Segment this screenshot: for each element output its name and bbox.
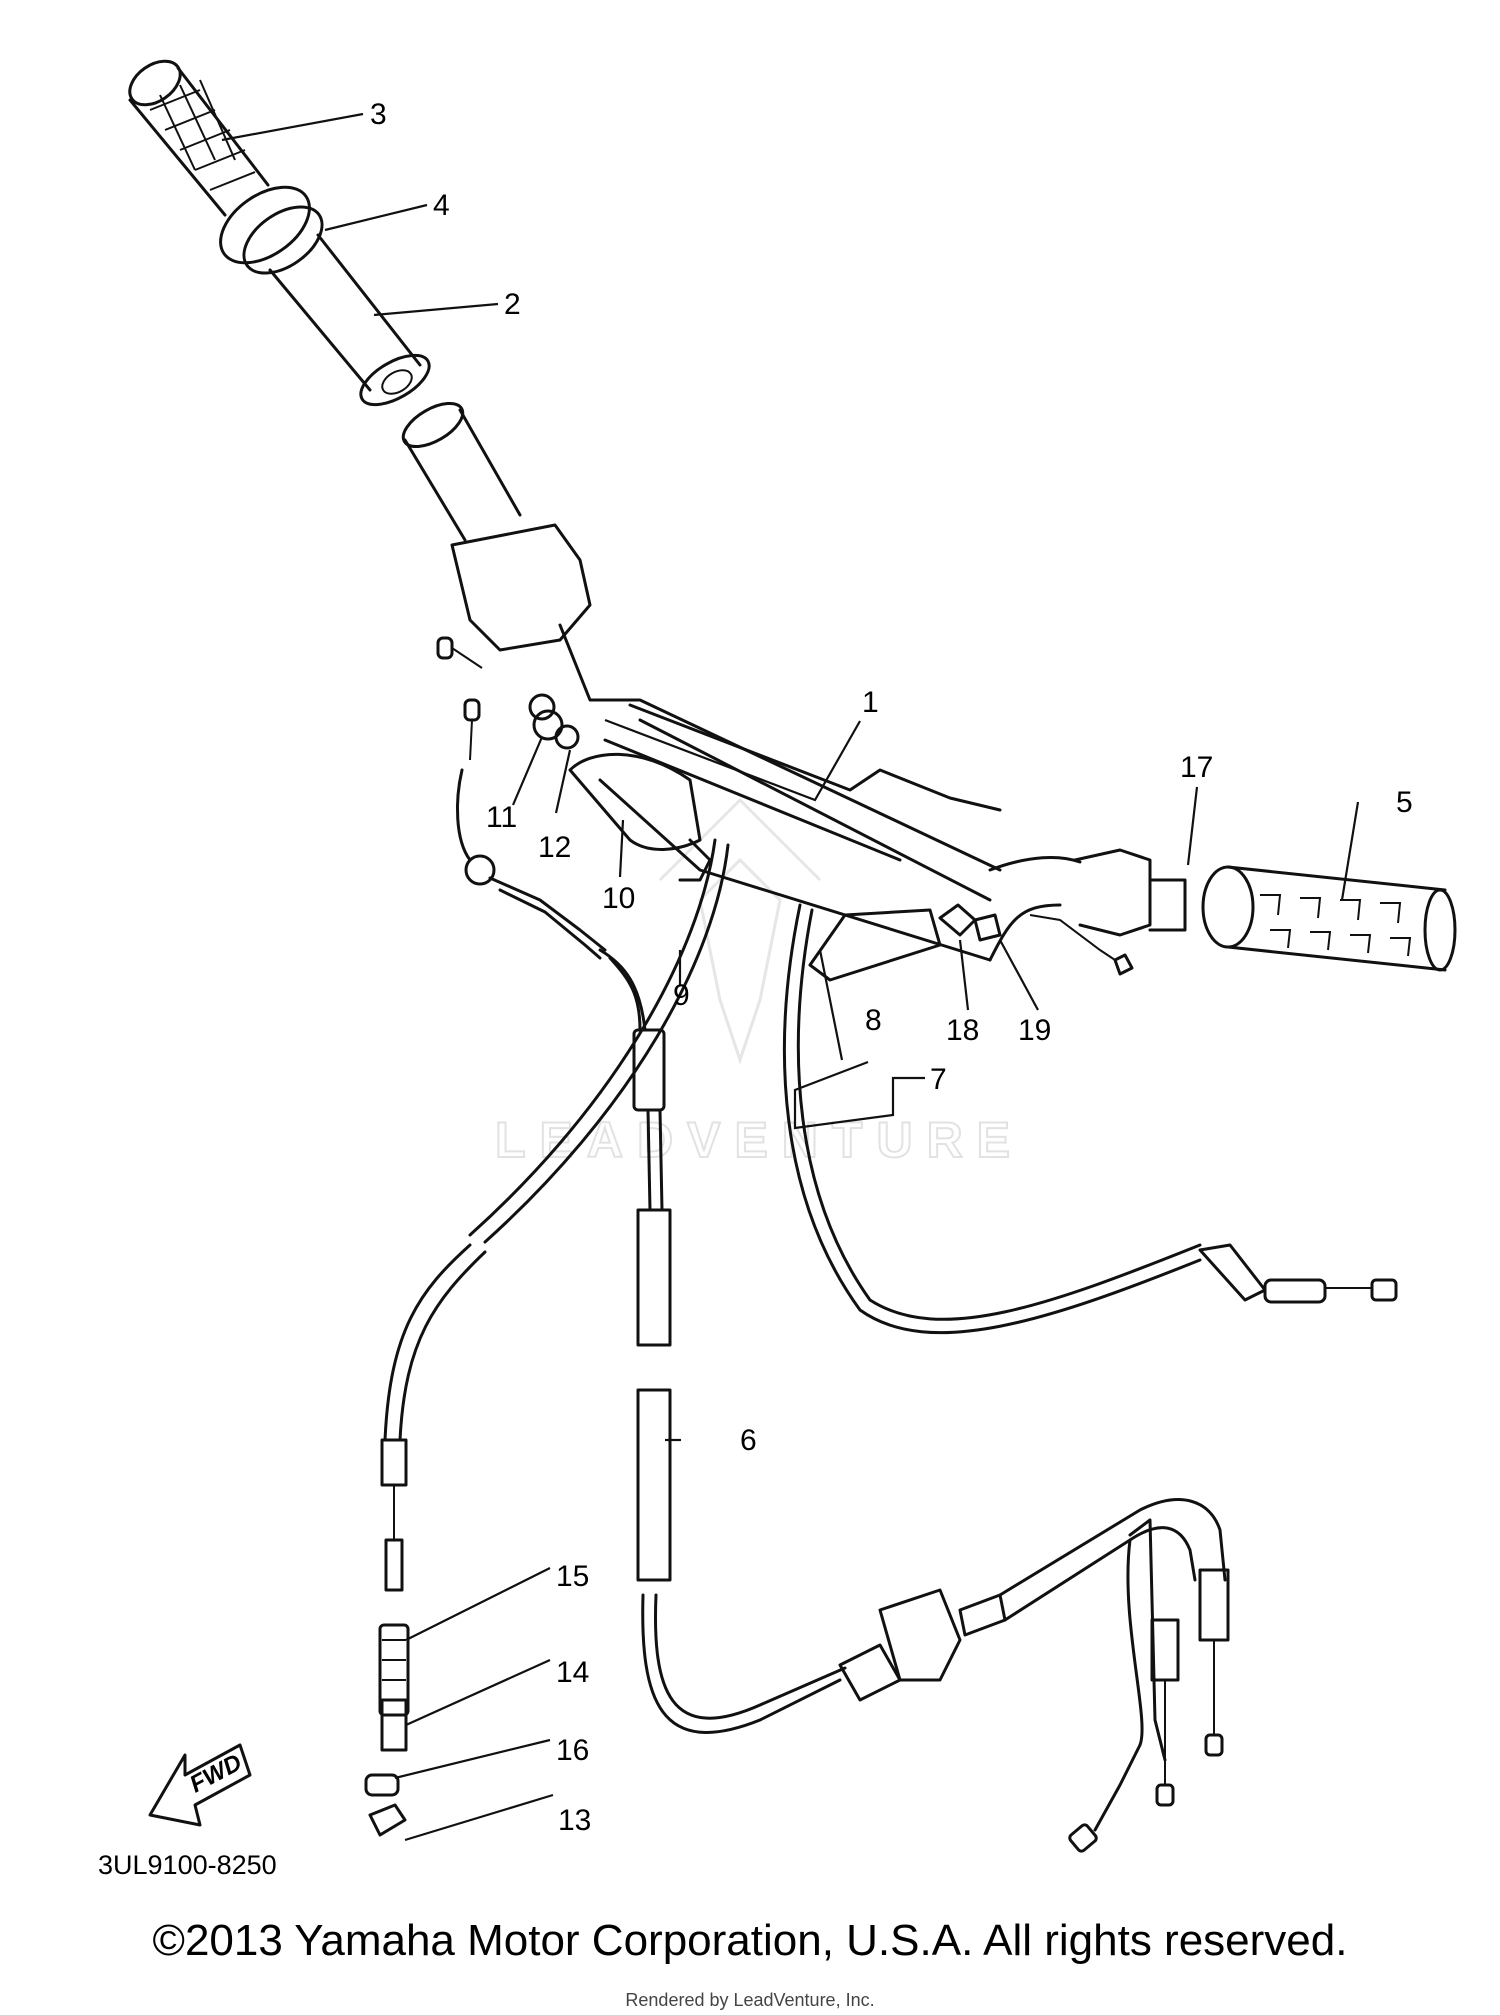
part-label-1: 1 [862,686,879,719]
part-label-4: 4 [433,189,450,222]
part-label-6: 6 [740,1424,757,1457]
left-lever-assembly [436,636,712,1582]
diagram-code: 3UL9100-8250 [98,1850,277,1880]
svg-text:FWD: FWD [185,1749,246,1798]
fwd-arrow-icon: FWD [148,1743,252,1827]
part-label-5: 5 [1396,786,1413,819]
handlebar [401,401,1187,962]
part-label-3: 3 [370,98,387,131]
right-lever-assembly [808,903,1134,982]
right-grip [1201,865,1457,972]
left-grip-assembly [128,59,431,407]
leader-lines [221,112,1360,1842]
part-label-10: 10 [602,882,635,915]
part-labels: 1 2 3 4 5 6 7 8 9 10 11 12 13 14 15 16 1… [370,98,1413,1837]
part-label-17: 17 [1180,751,1213,784]
part-label-8: 8 [865,1004,882,1037]
copyright-notice: ©2013 Yamaha Motor Corporation, U.S.A. A… [152,1916,1348,1965]
part-label-11: 11 [486,801,517,834]
part-label-15: 15 [556,1560,589,1593]
svg-text:LEADVENTURE: LEADVENTURE [495,1112,1024,1168]
clutch-cable [364,838,730,1837]
part-label-9: 9 [673,979,690,1012]
part-label-18: 18 [946,1014,979,1047]
part-label-13: 13 [558,1804,591,1837]
watermark: LEADVENTURE [494,797,1024,1169]
part-label-12: 12 [538,831,571,864]
part-label-2: 2 [504,288,521,321]
part-label-19: 19 [1018,1014,1051,1047]
part-label-16: 16 [556,1734,589,1767]
part-label-14: 14 [556,1656,589,1689]
junction-cable-6 [641,1498,1230,1853]
part-label-7: 7 [930,1063,947,1096]
rendered-by-credit: Rendered by LeadVenture, Inc. [625,1990,875,2010]
throttle-cable [782,903,1398,1335]
